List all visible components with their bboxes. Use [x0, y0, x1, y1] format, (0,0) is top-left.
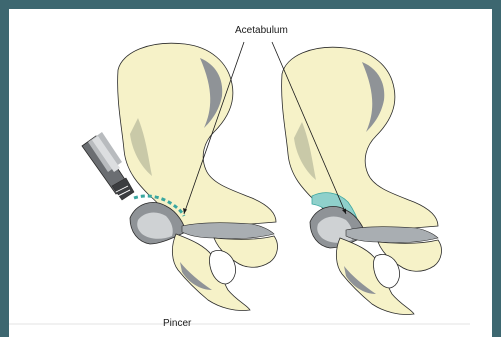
left-pelvis: [118, 43, 278, 310]
right-rim-band: [346, 227, 438, 243]
left-rim-band: [182, 223, 274, 239]
acetabulum-label: Acetabulum: [235, 25, 288, 36]
right-pelvis: [282, 47, 442, 314]
pincer-label: Pincer: [163, 318, 191, 329]
